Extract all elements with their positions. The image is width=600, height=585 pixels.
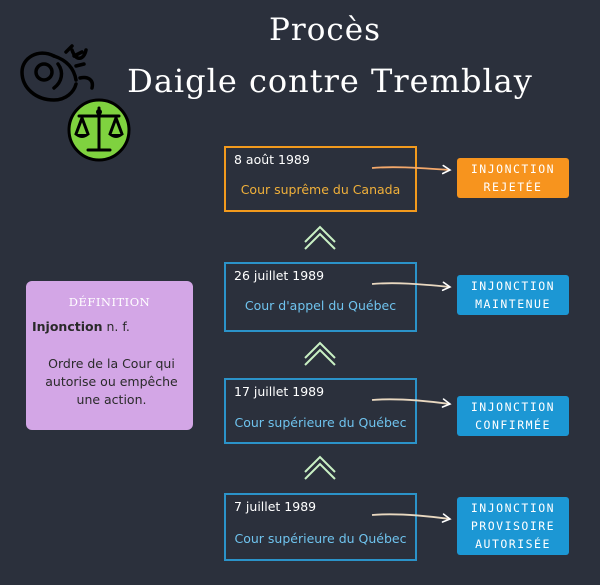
court-date: 7 juillet 1989 xyxy=(234,499,317,514)
arrow-to-result-0 xyxy=(371,164,452,175)
court-box-supreme: 8 août 1989 Cour suprême du Canada xyxy=(224,146,417,212)
court-date: 17 juillet 1989 xyxy=(234,384,325,399)
chevron-up-icon xyxy=(304,225,336,250)
chevron-up-icon xyxy=(304,341,336,366)
court-name: Cour d'appel du Québec xyxy=(244,298,397,313)
court-date: 26 juillet 1989 xyxy=(234,268,325,283)
definition-card: DÉFINITION Injonction n. f. Ordre de la … xyxy=(26,281,193,430)
court-date: 8 août 1989 xyxy=(234,152,310,167)
court-name: Cour supérieure du Québec xyxy=(234,415,407,430)
scales-of-justice-icon xyxy=(67,98,131,162)
result-badge-rejected: INJONCTION REJETÉE xyxy=(457,158,569,198)
arrow-to-result-3 xyxy=(371,513,452,523)
definition-term: Injonction xyxy=(32,319,103,334)
result-badge-confirmed: INJONCTION CONFIRMÉE xyxy=(457,396,569,436)
arrow-to-result-2 xyxy=(371,398,452,408)
court-box-superior-1: 17 juillet 1989 Cour supérieure du Québe… xyxy=(224,378,417,444)
chevron-up-icon xyxy=(304,455,336,480)
fetus-icon xyxy=(20,44,95,102)
court-box-appeal: 26 juillet 1989 Cour d'appel du Québec xyxy=(224,262,417,332)
definition-heading: DÉFINITION xyxy=(68,295,151,309)
result-badge-maintained: INJONCTION MAINTENUE xyxy=(457,275,569,315)
court-name: Cour supérieure du Québec xyxy=(234,531,407,546)
definition-term-line: Injonction n. f. xyxy=(32,319,130,334)
court-name: Cour suprême du Canada xyxy=(240,182,401,197)
court-box-superior-2: 7 juillet 1989 Cour supérieure du Québec xyxy=(224,493,417,561)
title-line-2: Daigle contre Tremblay xyxy=(127,62,533,100)
result-badge-provisional: INJONCTION PROVISOIRE AUTORISÉE xyxy=(457,497,569,555)
title-line-1: Procès xyxy=(269,12,381,48)
arrow-to-result-1 xyxy=(371,281,452,292)
definition-text: Ordre de la Cour qui autorise ou empêche… xyxy=(45,356,178,407)
logo xyxy=(20,44,131,162)
definition-pos: n. f. xyxy=(102,319,130,334)
